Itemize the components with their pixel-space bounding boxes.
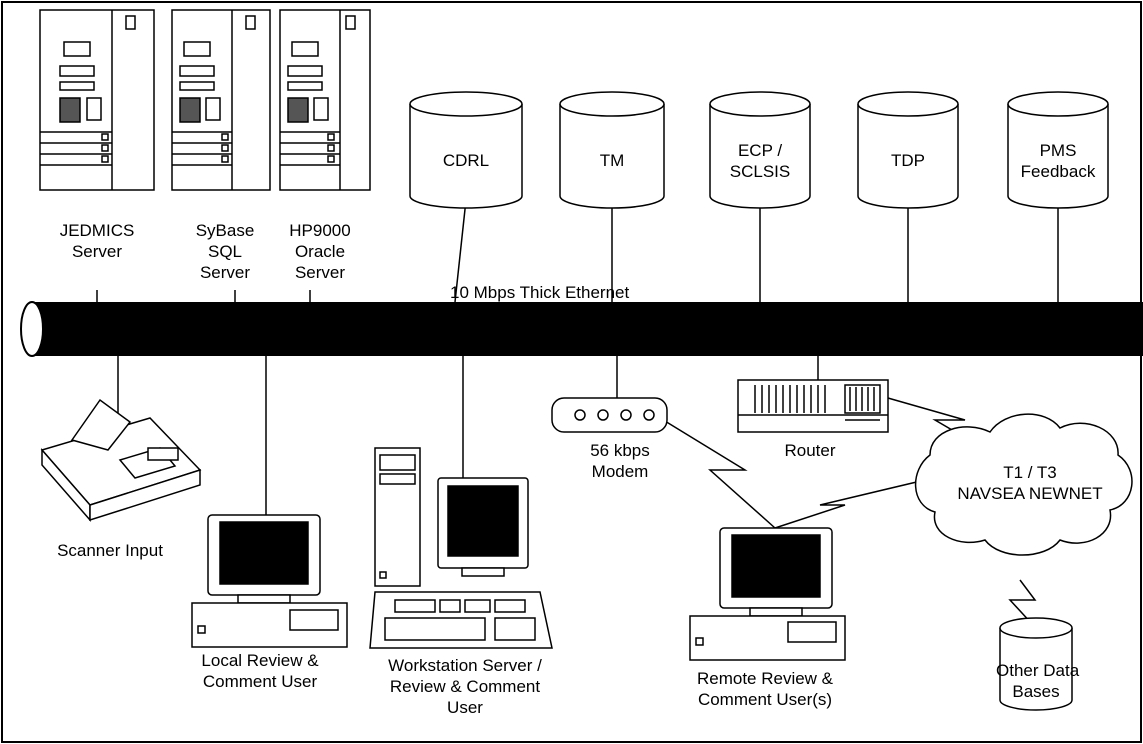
network-label: 10 Mbps Thick Ethernet (450, 283, 630, 302)
wan-cloud (914, 413, 1133, 556)
router-device (737, 379, 889, 433)
ethernet-cable (20, 301, 1143, 357)
scanner-label: Scanner Input (57, 541, 163, 560)
ecp-db-label: ECP /SCLSIS (729, 141, 791, 181)
remote-user-label: Remote Review &Comment User(s) (696, 669, 834, 709)
modem-device (551, 397, 668, 433)
tm-db-label: TM (599, 151, 625, 170)
tdp-db-label: TDP (891, 151, 925, 170)
local-user-pc (191, 514, 348, 648)
database-cylinders (409, 91, 1109, 711)
cdrl-db-label: CDRL (442, 151, 490, 170)
remote-user-pc (689, 527, 846, 661)
local-user-label: Local Review &Comment User (201, 651, 319, 691)
server-hp9000 (279, 9, 371, 191)
server-jedmics (39, 9, 155, 191)
scanner-device (40, 398, 202, 522)
router-label: Router (784, 441, 836, 460)
server-sybase (171, 9, 271, 191)
workstation-pc (369, 447, 553, 649)
